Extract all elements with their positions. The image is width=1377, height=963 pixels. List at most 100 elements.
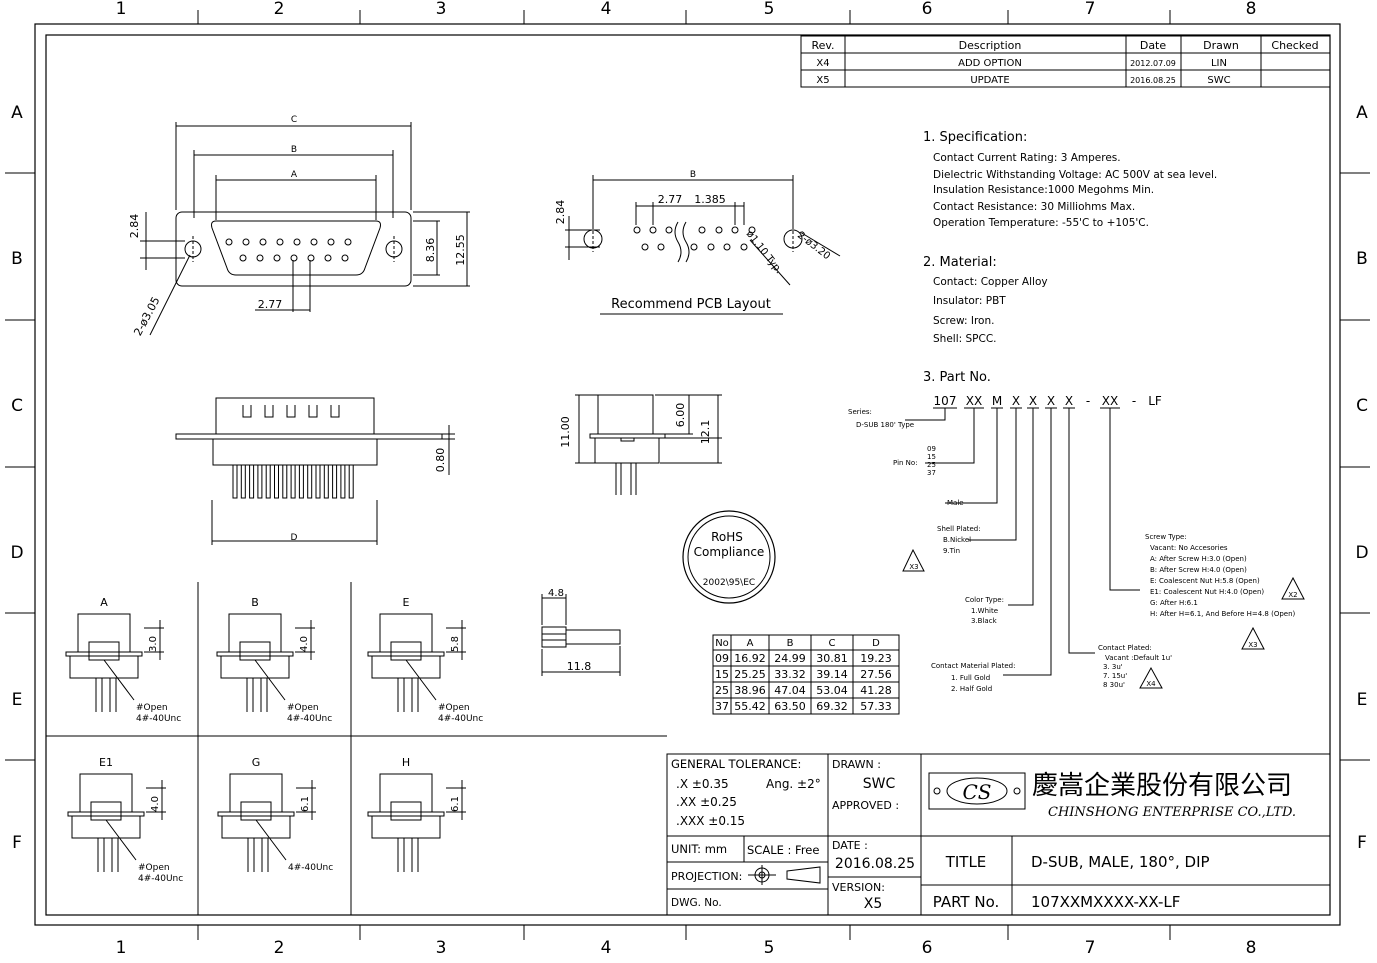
dim-table-cell: 69.32 [816, 700, 848, 713]
variant-name: E [403, 596, 410, 609]
pin [239, 254, 247, 262]
dim-table-cell: 25.25 [734, 668, 766, 681]
screw-option: Vacant: No Accesories [1150, 544, 1228, 552]
material-line: Insulator: PBT [933, 295, 1006, 307]
pcb-dim-b: B [690, 170, 696, 180]
color-label: Color Type: [965, 596, 1004, 604]
pin-lead [323, 464, 329, 499]
dim-b-label: B [291, 145, 297, 155]
color-option: 1.White [971, 607, 998, 615]
male-label: Male [947, 499, 964, 507]
rev-cell: X4 [816, 58, 829, 69]
zone-row-label: B [1356, 249, 1368, 269]
dim-table-cell: 16.92 [734, 652, 766, 665]
zone-row-label: C [1356, 396, 1368, 416]
rev-cell: X5 [816, 75, 829, 86]
dim-table-cell: 63.50 [774, 700, 806, 713]
tolerance-x: .X ±0.35 [676, 777, 729, 791]
variant-dim: 6.1 [450, 796, 461, 812]
variant-dim: 4.0 [150, 796, 161, 812]
dim-pitch-label: 2.77 [258, 298, 283, 311]
dim-8-36-label: 8.36 [424, 238, 437, 263]
rev-header-drawn: Drawn [1203, 39, 1239, 52]
pin [259, 238, 267, 246]
pin-lead [274, 464, 279, 499]
code-seg: - [1132, 394, 1136, 408]
dim-a-label: A [291, 170, 298, 180]
variant-note: #Open [138, 863, 170, 873]
zone-row-label: F [12, 833, 22, 853]
variant-note: 4#-40Unc [438, 714, 483, 724]
rohs-line2: Compliance [694, 545, 765, 559]
dim-table-cell: 19.23 [860, 652, 892, 665]
pcb-hole [641, 243, 649, 251]
pin [293, 238, 301, 246]
pcb-hole [698, 226, 706, 234]
spec-line: Dielectric Withstanding Voltage: AC 500V… [933, 169, 1217, 181]
variant-grid [46, 582, 667, 915]
screw-detail [541, 594, 621, 676]
contact-plated-label: Contact Plated: [1098, 644, 1152, 652]
variant-h: H6.1 [367, 756, 466, 872]
revision-marker-x3: X3 [1248, 641, 1257, 649]
pcb-hole [633, 226, 641, 234]
side-dim-t: 0.80 [434, 448, 447, 473]
rev-cell: SWC [1207, 75, 1230, 86]
partno-breakdown: 107 XX M X X X X - XX - LF Series: [848, 394, 1305, 693]
zone-column-label: 1 [116, 0, 127, 19]
rev-header-checked: Checked [1271, 39, 1318, 52]
dim-table-cell: 41.28 [860, 684, 892, 697]
dim-table-header: A [747, 638, 754, 649]
material-line: Contact: Copper Alloy [933, 276, 1048, 288]
dim-table-cell: 38.96 [734, 684, 766, 697]
rohs-stamp: RoHS Compliance 2002\95\EC [682, 510, 776, 604]
screw-option: B: After Screw H:4.0 (Open) [1150, 566, 1247, 574]
drawn-label: DRAWN : [832, 758, 881, 771]
pin-lead [232, 464, 238, 499]
dim-table-cell: 47.04 [774, 684, 806, 697]
dim-table-cell: 27.56 [860, 668, 892, 681]
shell-option: B.Nickel [943, 536, 971, 544]
pcb-hole [690, 243, 698, 251]
variant-name: A [100, 596, 108, 609]
dim-table-cell: 15 [715, 668, 729, 681]
pin [276, 238, 284, 246]
dim-table-cell: 30.81 [816, 652, 848, 665]
code-seg: - [1086, 394, 1090, 408]
pcb-hole [748, 226, 756, 234]
pcb-dim-offset: 1.385 [694, 193, 726, 206]
material-line: Screw: Iron. [933, 315, 994, 327]
zone-column-label: 6 [922, 0, 933, 19]
version-label: VERSION: [832, 881, 885, 894]
code-seg: XX [1102, 394, 1118, 408]
screw-option: G: After H:6.1 [1150, 599, 1198, 607]
end-dim-11: 11.00 [559, 416, 572, 448]
dim-2-84-label: 2.84 [128, 214, 141, 239]
approved-label: APPROVED : [832, 799, 899, 812]
dim-table-cell: 25 [715, 684, 729, 697]
drawn-value: SWC [863, 776, 896, 792]
variant-dim: 5.8 [450, 636, 461, 652]
zone-column-label: 7 [1085, 938, 1096, 958]
contact-material-option: 1. Full Gold [951, 674, 990, 682]
pin-lead [298, 464, 304, 499]
title-label: TITLE [945, 853, 987, 871]
pcb-dim-pitch: 2.77 [658, 193, 683, 206]
pcb-hole [740, 243, 748, 251]
zone-row-label: D [1355, 543, 1368, 563]
socket-cavity [286, 405, 296, 418]
rohs-line3: 2002\95\EC [703, 578, 755, 588]
screw-option: E: Coalescent Nut H:5.8 (Open) [1150, 577, 1260, 585]
zone-column-label: 8 [1246, 0, 1257, 19]
revision-marker-x4: X4 [1146, 680, 1156, 688]
variant-dim: 4.0 [299, 636, 310, 652]
pin [327, 238, 335, 246]
contact-plated-option: 7. 15u' [1103, 672, 1127, 680]
socket-cavity [330, 405, 340, 418]
zone-column-label: 1 [116, 938, 127, 958]
pin [242, 238, 250, 246]
pin-lead [265, 464, 271, 499]
dim-table-cell: 53.04 [816, 684, 848, 697]
dimension-table [712, 634, 900, 715]
dim-table-cell: 39.14 [816, 668, 848, 681]
